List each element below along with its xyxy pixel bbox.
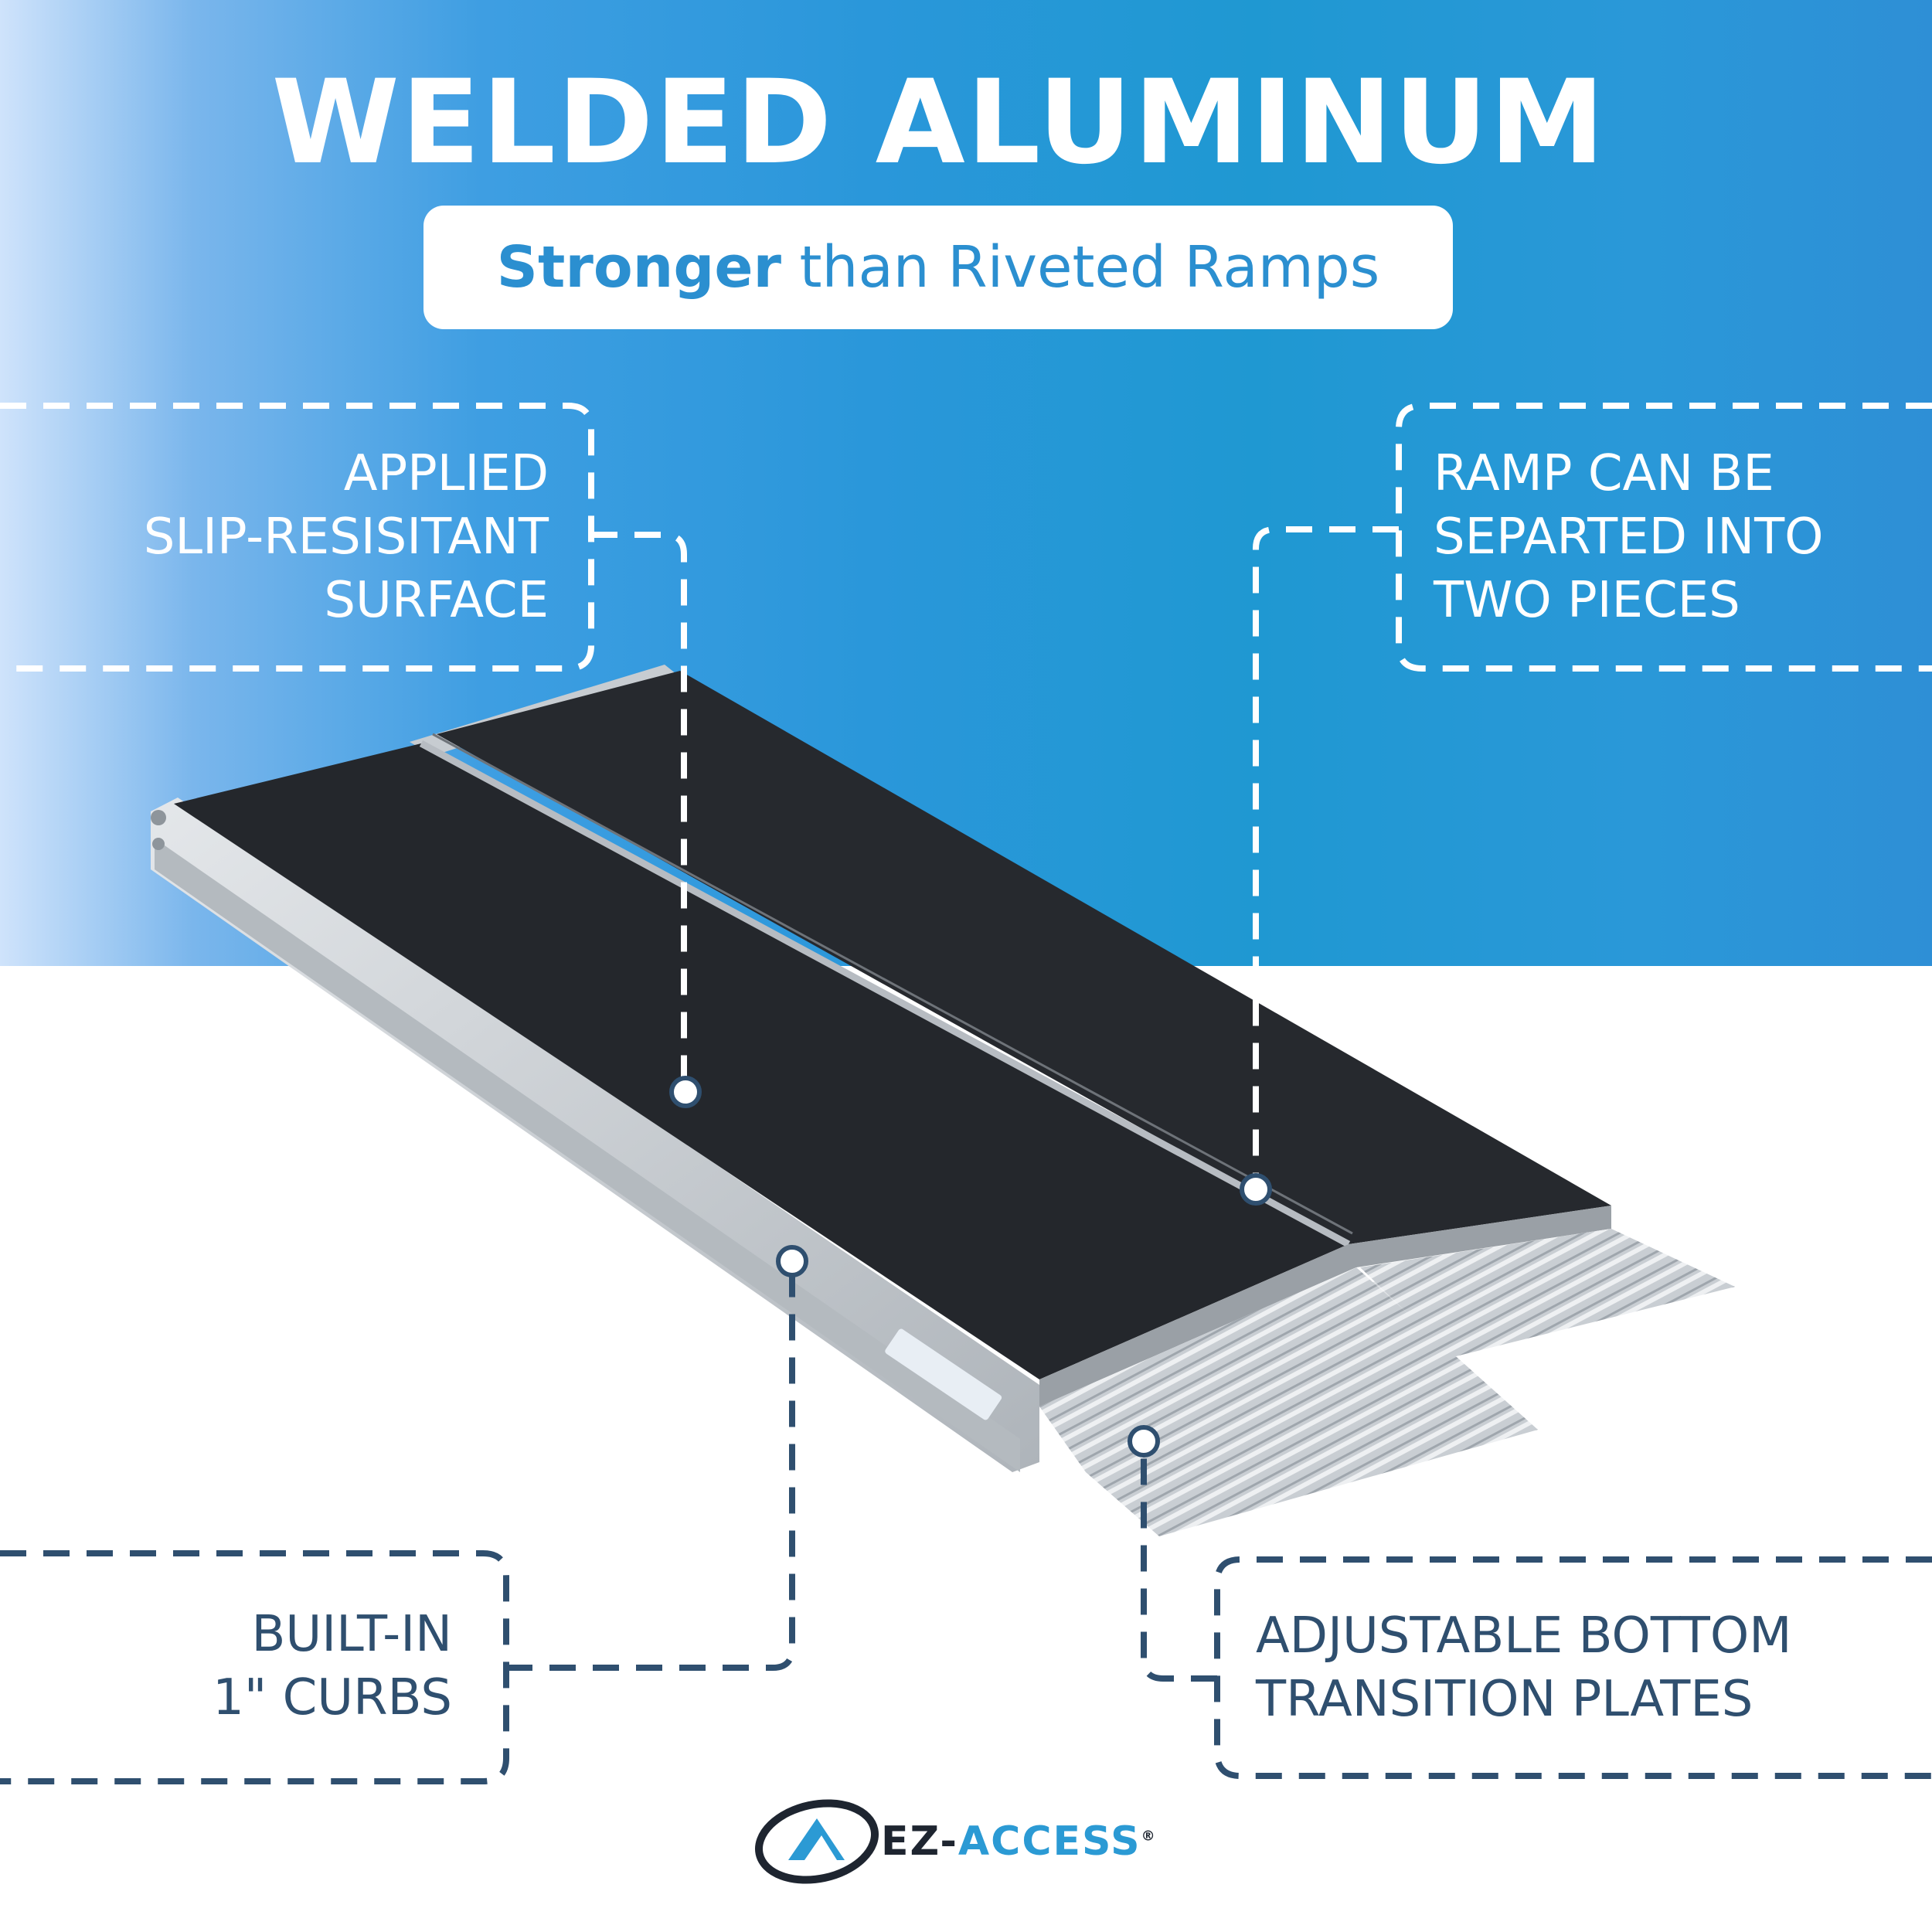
marker-dot-slip-surface — [669, 1076, 702, 1108]
callout-slip-surface: APPLIED SLIP-RESISITANT SURFACE — [144, 442, 549, 632]
callout-line: TWO PIECES — [1434, 572, 1740, 629]
callout-line: SLIP-RESISITANT — [143, 509, 549, 566]
connector-two-pieces — [1253, 526, 1399, 1175]
callout-box-transition-plates — [1214, 1556, 1932, 1779]
headline: WELDED ALUMINUM — [271, 56, 1607, 190]
ez-access-logo: EZ-ACCESS® — [753, 1789, 1186, 1889]
callout-box-two-pieces — [1396, 403, 1932, 672]
callout-transition-plates: ADJUSTABLE BOTTOM TRANSITION PLATES — [1256, 1604, 1791, 1731]
slip-resistant-surface-left — [174, 743, 1349, 1379]
transition-plate-left — [1039, 1267, 1538, 1536]
logo-suffix: ACCESS — [957, 1818, 1141, 1865]
callout-line: TRANSITION PLATES — [1256, 1671, 1753, 1728]
center-seam — [419, 740, 1351, 1247]
connector-curbs — [506, 1275, 795, 1671]
bolt — [152, 838, 165, 850]
logo-swoosh-icon — [754, 1799, 879, 1884]
marker-dot-two-pieces — [1240, 1173, 1272, 1206]
callout-curbs: BUILT-IN 1" CURBS — [213, 1603, 452, 1730]
callout-line: BUILT-IN — [251, 1606, 452, 1663]
logo-prefix: EZ- — [881, 1818, 958, 1865]
left-curb — [151, 798, 1039, 1472]
rail-label — [885, 1328, 1002, 1420]
marker-dot-curbs — [776, 1245, 808, 1277]
logo-wordmark: EZ-ACCESS® — [881, 1818, 1157, 1865]
subtitle-pill: Stronger than Riveted Ramps — [423, 206, 1453, 329]
marker-dot-transition-plates — [1128, 1425, 1160, 1458]
registered-mark: ® — [1141, 1828, 1157, 1845]
bolt — [151, 810, 166, 825]
subtitle-strong: Stronger — [496, 234, 782, 301]
callout-line: APPLIED — [343, 445, 549, 502]
subtitle-rest: than Riveted Ramps — [781, 234, 1380, 301]
callout-line: SEPARTED INTO — [1434, 509, 1824, 566]
callout-two-pieces: RAMP CAN BE SEPARTED INTO TWO PIECES — [1434, 442, 1824, 632]
callout-line: RAMP CAN BE — [1434, 445, 1774, 502]
callout-line: SURFACE — [324, 572, 549, 629]
front-edge — [1039, 1206, 1611, 1406]
callout-line: ADJUSTABLE BOTTOM — [1256, 1607, 1792, 1665]
slip-resistant-surface-right — [437, 671, 1611, 1244]
callout-line: 1" CURBS — [213, 1669, 452, 1726]
connector-transition-plates — [1141, 1457, 1217, 1682]
connector-slip-surface — [591, 532, 687, 1082]
